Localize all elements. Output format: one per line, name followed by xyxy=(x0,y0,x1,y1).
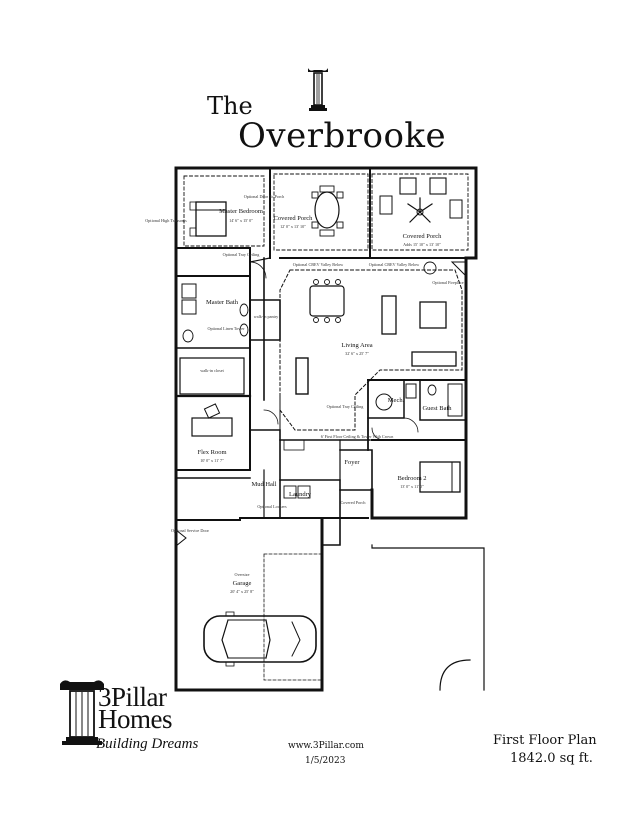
garage-label: Garage xyxy=(233,580,252,587)
logo-tagline: Building Dreams xyxy=(96,736,199,752)
first-floor-ceiling-note: 6' First Floor Ceiling & Tower With Crow… xyxy=(321,434,395,439)
square-footage: 1842.0 sq ft. xyxy=(510,751,593,766)
master-bedroom-size: 14' 6" x 15' 0" xyxy=(229,218,253,223)
optional-fireplace-note: Optional Fireplace xyxy=(432,280,463,285)
front-covered-porch-label: Covered Porch xyxy=(340,500,366,505)
flex-room-size: 10' 0" x 11' 7" xyxy=(200,458,224,463)
bedroom-2-label: Bedroom 2 xyxy=(397,475,426,482)
foyer-label: Foyer xyxy=(344,459,360,466)
living-area-size: 32' 6" x 25' 7" xyxy=(345,351,369,356)
logo-text-line2: Homes xyxy=(98,704,173,734)
pillar-ornament-icon xyxy=(308,68,328,111)
covered-porch-2-size: Adds 15' 10" x 13' 10" xyxy=(403,242,441,247)
garage-oversize-label: Oversize xyxy=(235,572,250,577)
bedroom-2-size: 13' 0" x 11' 0" xyxy=(400,484,424,489)
optional-linen-note: Optional Linen Tower xyxy=(207,326,245,331)
master-bedroom-label: Master Bedroom xyxy=(219,208,263,215)
logo-text-line1: 3Pillar xyxy=(98,682,167,712)
guest-bath-label: Guest Bath xyxy=(422,405,452,412)
optional-service-door-note: Optional Service Door xyxy=(171,528,210,533)
optional-transoms-note: Optional High Transoms xyxy=(145,218,187,223)
title-prefix: The xyxy=(207,92,253,120)
walk-in-pantry-label: walk-in pantry xyxy=(254,314,279,319)
mud-hall-label: Mud Hall xyxy=(251,481,276,488)
garage-size: 20' 4" x 25' 8" xyxy=(230,589,254,594)
covered-porch-label: Covered Porch xyxy=(274,215,314,222)
optional-drop-2-note: Optional CBEV Valley Below xyxy=(369,262,419,267)
flex-room-label: Flex Room xyxy=(197,449,226,456)
walk-in-closet-label: walk-in closet xyxy=(200,368,224,373)
website-link[interactable]: www.3Pillar.com xyxy=(288,741,364,751)
covered-porch-size: 12' 0" x 13' 10" xyxy=(280,224,306,229)
plan-date: 1/5/2023 xyxy=(305,756,346,766)
optional-tray-living-note: Optional Tray Ceiling xyxy=(327,404,365,409)
company-logo-icon xyxy=(60,680,104,745)
optional-lockers-note: Optional Lockers xyxy=(257,504,287,509)
optional-drop-1-note: Optional CBEV Valley Below xyxy=(293,262,343,267)
optional-door-note: Optional Door To Porch xyxy=(244,194,285,199)
living-area-label: Living Area xyxy=(341,342,372,349)
mech-label: Mech. xyxy=(388,397,405,404)
master-bath-label: Master Bath xyxy=(206,299,239,306)
optional-tray-note: Optional Tray Ceiling xyxy=(223,252,261,257)
covered-porch-2-label: Covered Porch xyxy=(403,233,443,240)
floor-label: First Floor Plan xyxy=(493,733,597,748)
page-title: Overbrooke xyxy=(238,116,447,156)
laundry-label: Laundry xyxy=(289,491,312,498)
